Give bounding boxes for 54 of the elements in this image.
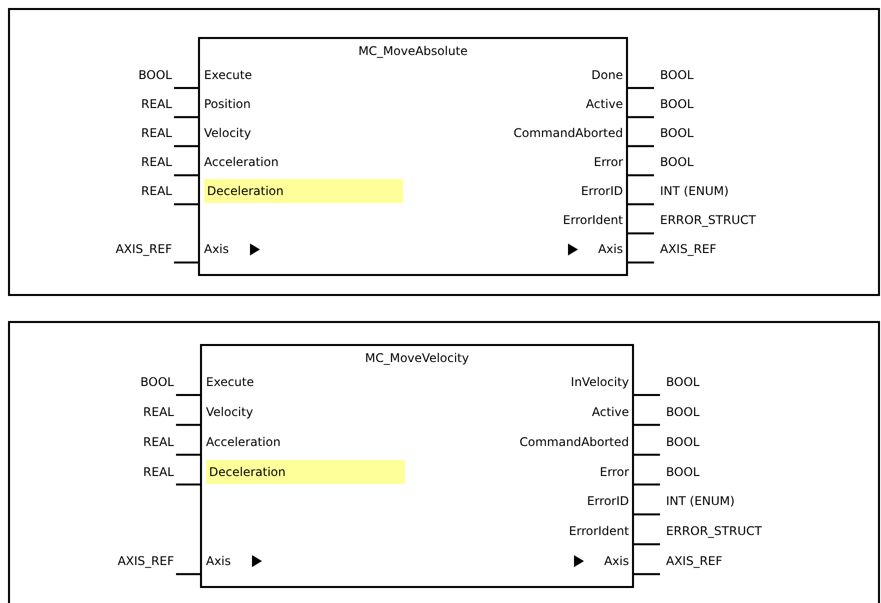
output-pin-name: CommandAborted [520, 434, 629, 450]
output-pin-name: ErrorID [580, 183, 623, 200]
function-block [198, 37, 628, 276]
data-type-label: REAL [141, 125, 172, 142]
data-type-label: INT (ENUM) [666, 493, 735, 510]
data-type-label: BOOL [666, 374, 700, 390]
data-type-label: BOOL [140, 374, 174, 390]
data-type-label: ERROR_STRUCT [666, 523, 762, 540]
data-type-label: AXIS_REF [116, 241, 172, 258]
data-type-label: BOOL [138, 67, 172, 83]
output-pin-name: Axis [604, 553, 629, 570]
data-type-label: AXIS_REF [118, 553, 174, 570]
input-pin-name: Deceleration [206, 460, 405, 484]
input-pin-name: Velocity [204, 125, 252, 142]
data-type-label: AXIS_REF [666, 553, 722, 570]
input-pin-name: Deceleration [204, 179, 403, 204]
data-type-label: INT (ENUM) [660, 183, 729, 200]
data-type-label: REAL [143, 464, 174, 480]
output-pin-name: Active [592, 404, 629, 420]
input-pin-name: Acceleration [206, 434, 281, 450]
function-block [200, 344, 634, 588]
data-type-label: REAL [141, 154, 172, 170]
data-type-label: REAL [143, 404, 174, 420]
data-type-label: BOOL [660, 125, 694, 142]
data-type-label: BOOL [660, 154, 694, 170]
block-title: MC_MoveVelocity [365, 351, 469, 365]
input-pin-name: Execute [204, 67, 252, 83]
output-pin-name: ErrorID [586, 493, 629, 510]
output-pin-name: Axis [598, 241, 623, 258]
data-type-label: BOOL [660, 96, 694, 112]
output-pin-name: Active [586, 96, 623, 112]
input-pin-name: Axis [204, 241, 229, 258]
data-type-label: REAL [141, 183, 172, 200]
data-type-label: ERROR_STRUCT [660, 212, 756, 228]
output-pin-name: Done [591, 67, 623, 83]
input-pin-name: Position [204, 96, 251, 112]
output-pin-name: CommandAborted [514, 125, 623, 142]
data-type-label: BOOL [666, 404, 700, 420]
block-title: MC_MoveAbsolute [358, 44, 468, 58]
data-type-label: AXIS_REF [660, 241, 716, 258]
data-type-label: BOOL [666, 434, 700, 450]
output-pin-name: Error [594, 154, 623, 170]
input-pin-name: Axis [206, 553, 231, 570]
data-type-label: REAL [141, 96, 172, 112]
output-pin-name: InVelocity [570, 374, 629, 390]
input-pin-name: Acceleration [204, 154, 279, 170]
data-type-label: BOOL [666, 464, 700, 480]
data-type-label: REAL [143, 434, 174, 450]
output-pin-name: ErrorIdent [568, 523, 629, 540]
data-type-label: BOOL [660, 67, 694, 83]
input-pin-name: Execute [206, 374, 254, 390]
input-pin-name: Velocity [206, 404, 254, 420]
output-pin-name: Error [600, 464, 629, 480]
output-pin-name: ErrorIdent [562, 212, 623, 228]
